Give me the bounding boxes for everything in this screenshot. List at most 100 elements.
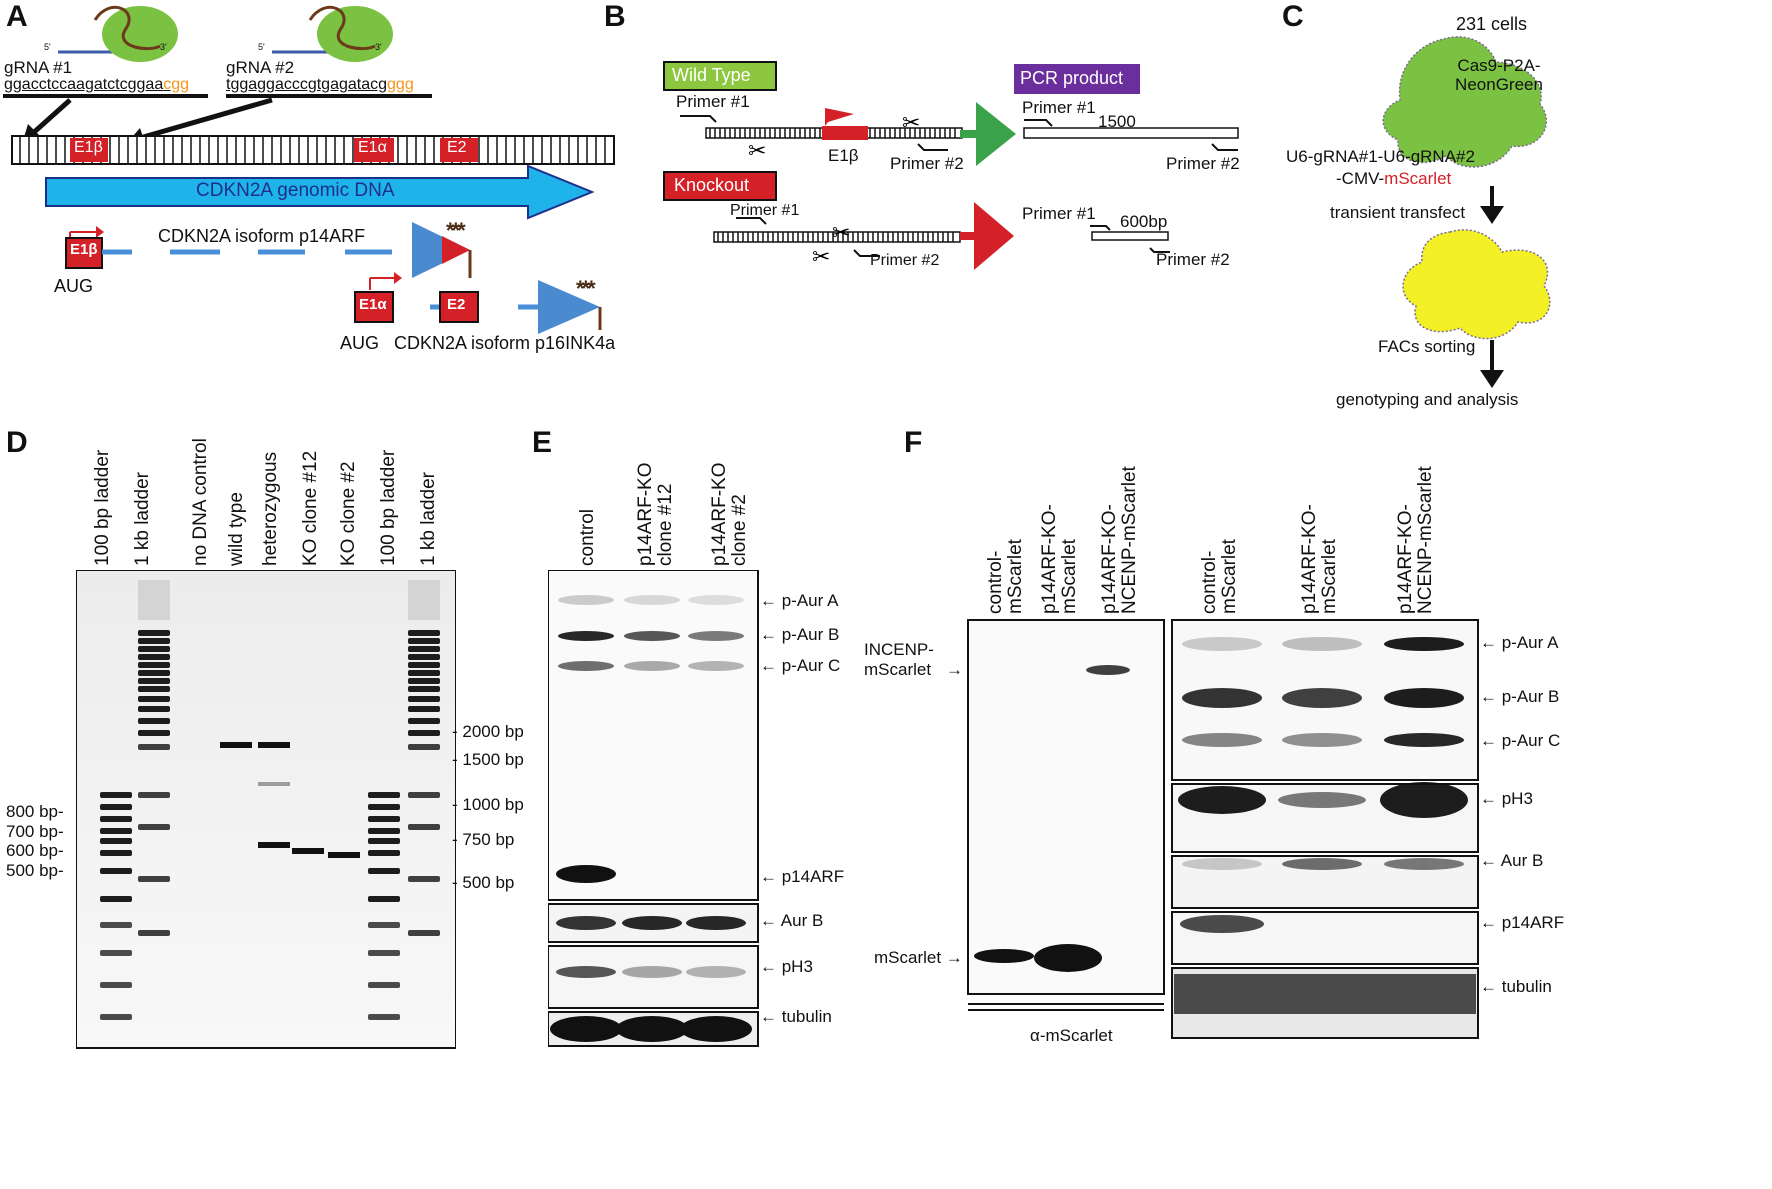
exon-e1b-label: E1β — [74, 139, 103, 156]
panel-c-diagram — [1382, 36, 1551, 388]
ph3-band — [622, 966, 682, 978]
blot-band — [1282, 637, 1362, 651]
exon-e2-label: E2 — [447, 139, 467, 156]
ladder-band — [408, 662, 440, 668]
ph3-band — [1380, 782, 1468, 818]
well-smear — [138, 580, 170, 620]
ladder-band — [100, 850, 132, 856]
heterozygous-minor-band — [258, 782, 290, 786]
blot-band — [688, 631, 744, 641]
western-blot-e — [548, 570, 759, 1047]
ladder-band — [408, 744, 440, 750]
ladder-band — [408, 678, 440, 684]
blot-band — [624, 661, 680, 671]
gel-lane-label: KO clone #2 — [338, 461, 359, 566]
gel-marker-right: - 1000 bp — [452, 795, 524, 814]
panel-label-f: F — [904, 426, 923, 459]
ladder-band — [368, 804, 400, 810]
ladder-band — [408, 730, 440, 736]
ladder-band — [100, 804, 132, 810]
tubulin-band — [550, 1016, 622, 1042]
band-label: ← p-Aur A — [1480, 633, 1559, 652]
gel-marker-right: - 2000 bp — [452, 722, 524, 741]
western-lane-label: p14ARF-KO clone #2 — [709, 462, 750, 566]
ladder-band — [408, 670, 440, 676]
blot-band — [1282, 688, 1362, 708]
panel-label-b: B — [604, 0, 626, 33]
ladder-band — [368, 850, 400, 856]
ladder-band — [100, 896, 132, 902]
gel-lane-label: 100 bp ladder — [378, 449, 399, 566]
blot-band — [624, 595, 680, 605]
cas9-ribosome-icon — [317, 6, 393, 62]
stop-codon-marks: *** — [446, 218, 466, 243]
band-label: ← Aur B — [1480, 851, 1544, 870]
western-lane-label: control — [577, 508, 598, 566]
band-label-mscarlet: mScarlet → — [874, 948, 963, 967]
aug-label: AUG — [54, 276, 94, 296]
panel-label-d: D — [6, 426, 28, 459]
ladder-band — [138, 662, 170, 668]
ladder-band — [138, 630, 170, 636]
p16-exon-e2-label: E2 — [447, 296, 466, 313]
blot-band — [1384, 688, 1464, 708]
transfect-label: transient transfect — [1330, 203, 1466, 222]
western-lane-label: control-mScarlet — [1199, 539, 1240, 614]
genomic-dna-arrow — [45, 164, 595, 220]
ladder-band — [408, 646, 440, 652]
ladder-band — [138, 670, 170, 676]
mscarlet-band — [1034, 944, 1102, 972]
panel-label-a: A — [6, 0, 28, 33]
exon-e2-box — [440, 138, 478, 162]
ladder-band — [368, 1014, 400, 1020]
band-label: ← p14ARF — [1480, 913, 1565, 932]
ladder-band — [138, 930, 170, 936]
isoform-p16-label: CDKN2A isoform p16INK4a — [394, 333, 616, 353]
antibody-label: α-mScarlet — [1030, 1026, 1113, 1045]
exon-e1b-box — [70, 138, 108, 162]
ladder-band — [100, 828, 132, 834]
five-prime-label: 5' — [44, 42, 51, 52]
ladder-band — [138, 654, 170, 660]
primer1-label: Primer #1 — [730, 202, 800, 219]
genomic-dna-label: CDKN2A genomic DNA — [196, 180, 395, 201]
ladder-band — [408, 686, 440, 692]
svg-text:✂: ✂ — [902, 110, 920, 135]
p14-exon-label: E1β — [70, 241, 98, 258]
ladder-band — [408, 876, 440, 882]
panel-label-c: C — [1282, 0, 1304, 33]
ph3-band — [1278, 792, 1366, 808]
primer2-label: Primer #2 — [1156, 250, 1230, 269]
grna2-sequence: tggaggacccgtgagatacgggg — [226, 76, 414, 93]
aurb-band — [1282, 858, 1362, 870]
ladder-band — [408, 630, 440, 636]
aurb-band — [622, 916, 682, 930]
three-prime-label: 3' — [160, 42, 167, 52]
ladder-band — [100, 816, 132, 822]
five-prime-label: 5' — [258, 42, 265, 52]
blot-band — [624, 631, 680, 641]
blot-band — [558, 631, 614, 641]
ladder-band — [368, 838, 400, 844]
blot-band — [1384, 733, 1464, 747]
ladder-band — [100, 950, 132, 956]
well-smear — [408, 580, 440, 620]
gel-lane-label: heterozygous — [260, 451, 281, 566]
ladder-band — [138, 718, 170, 724]
exon-e1a-box — [354, 138, 394, 162]
gel-lane-label: wild type — [226, 492, 247, 566]
panel-label-e: E — [532, 426, 553, 459]
p14arf-band — [1180, 915, 1264, 933]
band-label: ← p-Aur B — [1480, 687, 1560, 706]
size-wt-label: 1500 — [1098, 112, 1136, 131]
band-label: ← tubulin — [760, 1007, 832, 1026]
ladder-band — [138, 686, 170, 692]
genotyping-label: genotyping and analysis — [1336, 390, 1519, 409]
western-lane-label: p14ARF-KO-NCENP-mScarlet — [1099, 466, 1140, 614]
ladder-band — [100, 982, 132, 988]
primer1-label: Primer #1 — [1022, 204, 1096, 223]
ph3-band — [1178, 786, 1266, 814]
ladder-band — [138, 744, 170, 750]
incenp-mscarlet-band — [1086, 665, 1130, 675]
cas9-label: Cas9-P2A-NeonGreen — [1455, 56, 1543, 94]
